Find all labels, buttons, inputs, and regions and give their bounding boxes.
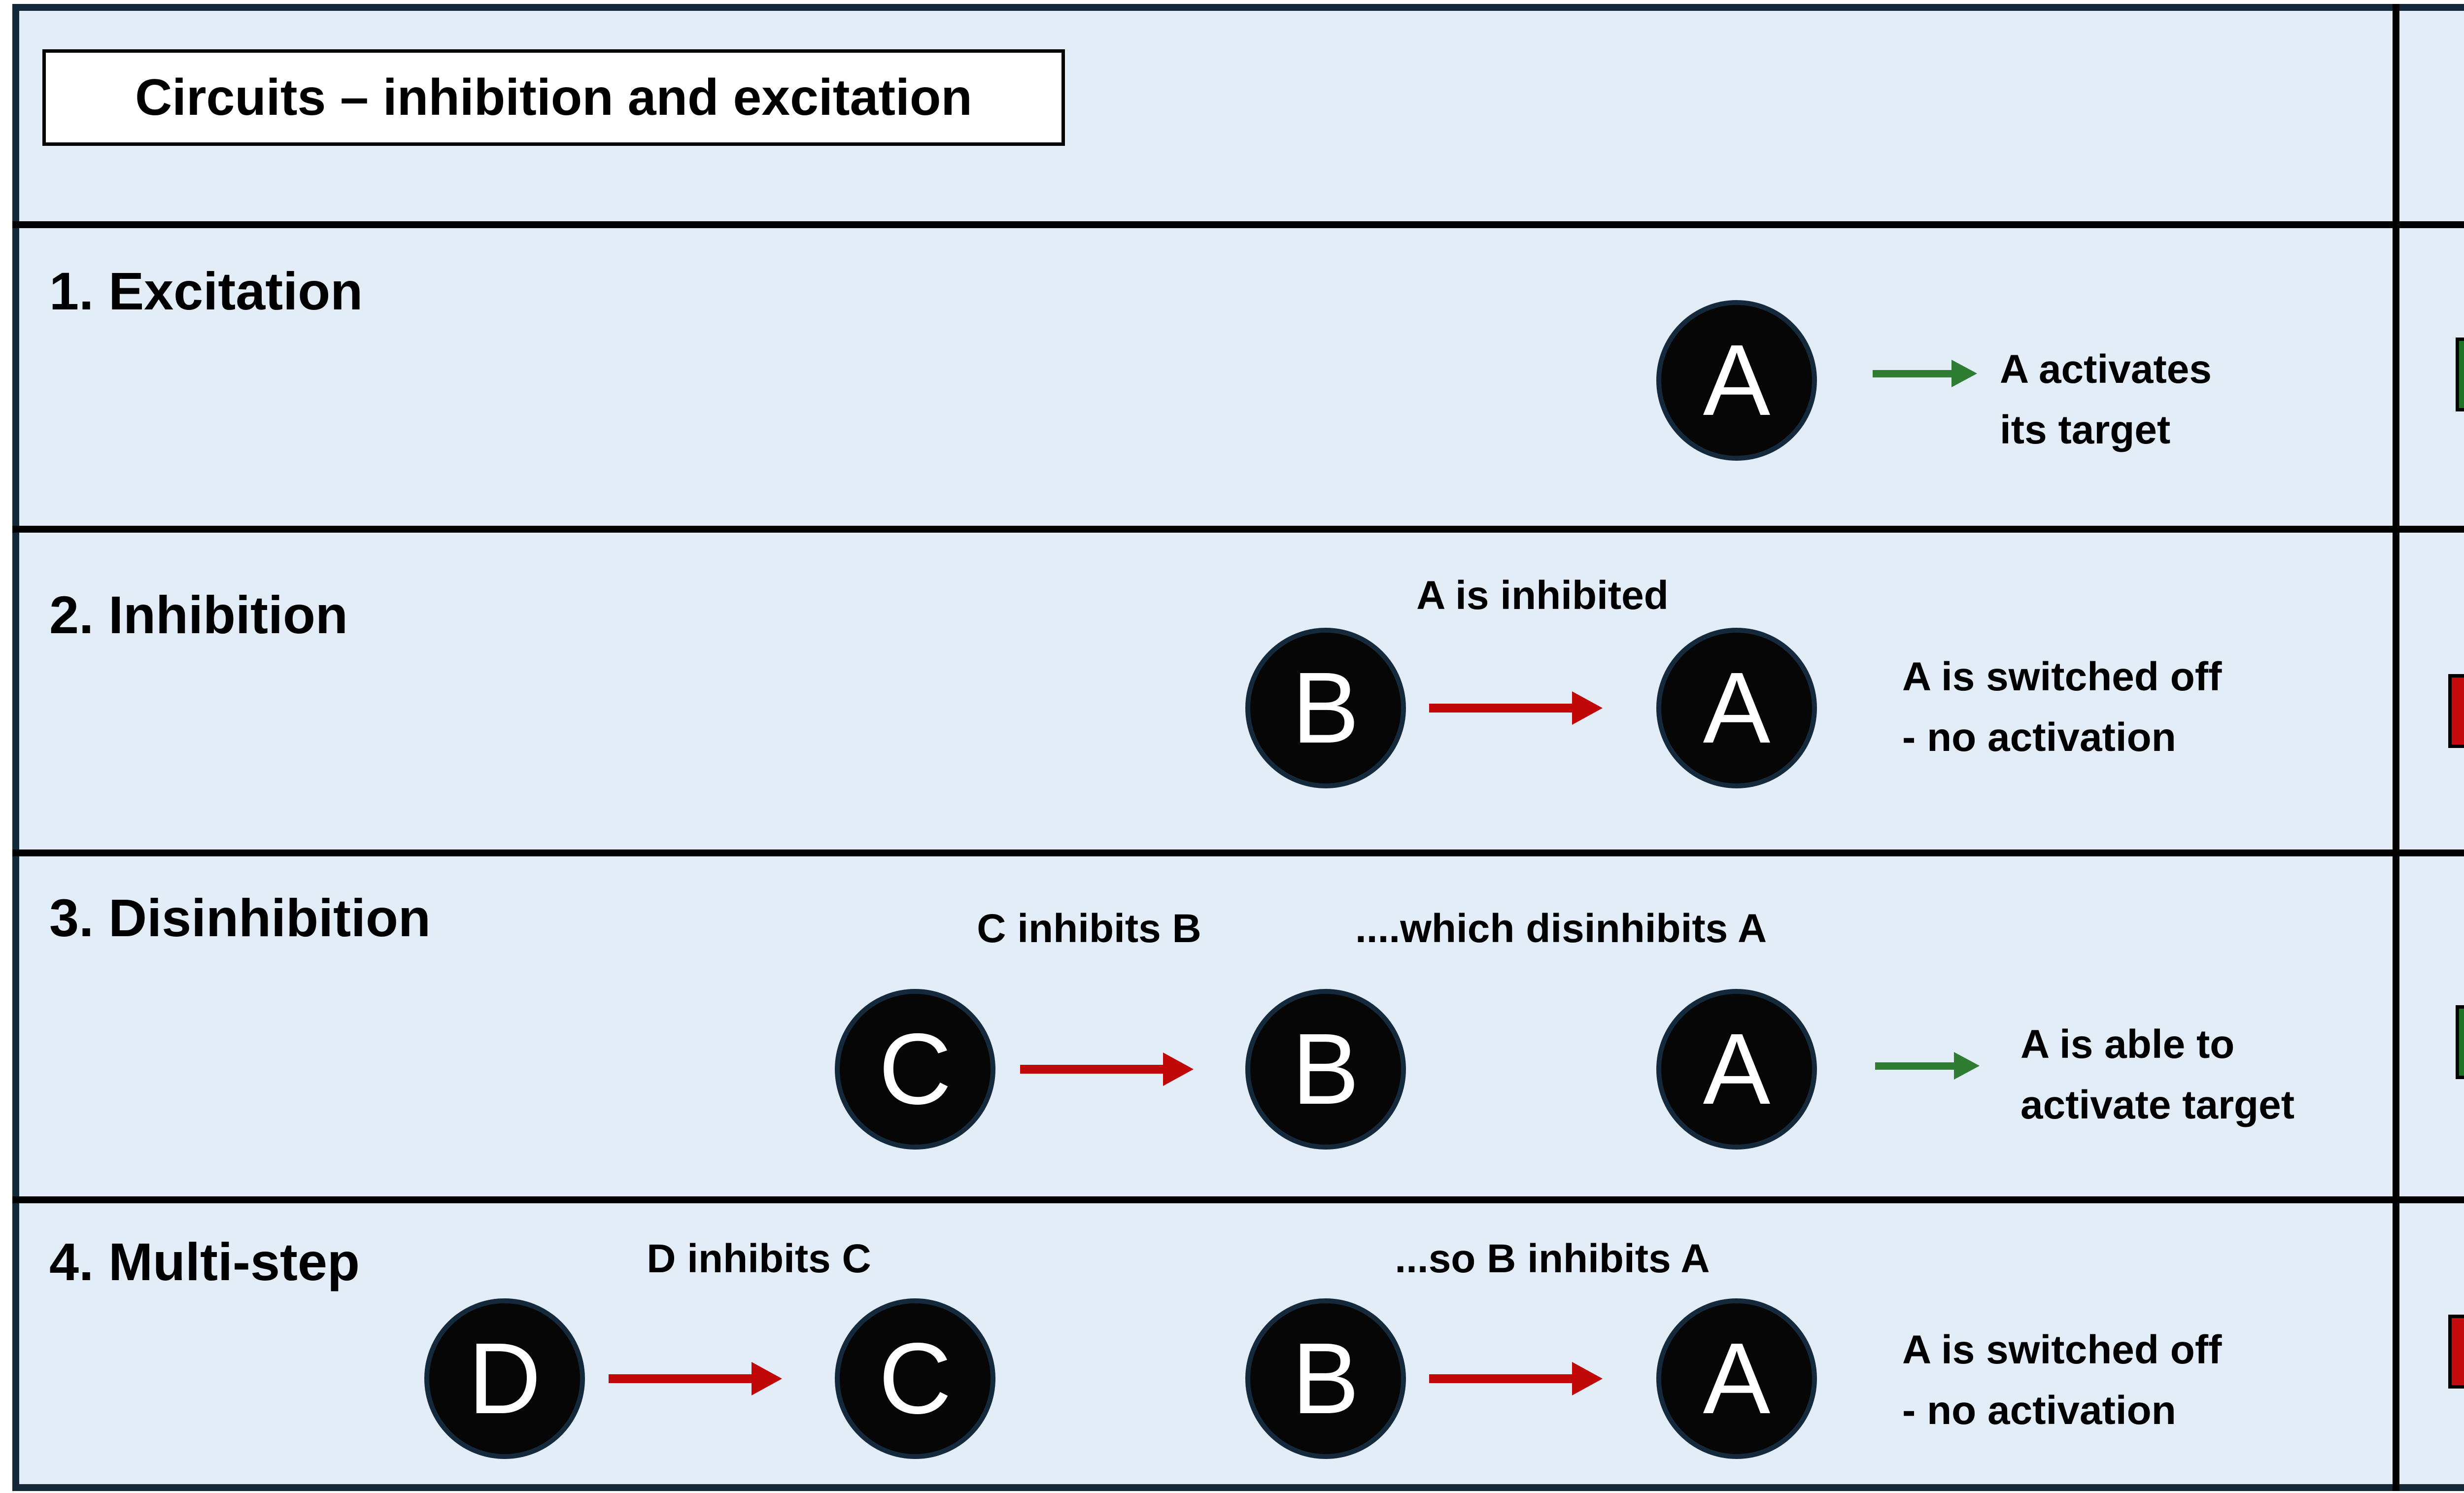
arrow-head	[752, 1362, 782, 1395]
effect-badge-inhibition-2: Inhibition	[2448, 674, 2464, 748]
row-2-label: A is inhibited	[1416, 573, 1669, 618]
inhibitory-arrow-icon	[1020, 1052, 1194, 1086]
node-a-label: A	[1703, 1013, 1771, 1125]
node-a: A	[1656, 1298, 1817, 1459]
arrow-head	[1951, 360, 1977, 387]
row-4-label-first: D inhibits C	[647, 1236, 871, 1281]
row-1-annotation: A activates its target	[2000, 347, 2212, 452]
table-background	[12, 4, 2464, 1491]
row-divider-2	[12, 526, 2464, 533]
node-a-label: A	[1703, 1322, 1771, 1435]
inhibitory-arrow-icon	[1429, 691, 1603, 725]
arrow-head	[1163, 1052, 1194, 1086]
row-2-heading: 2. Inhibition	[49, 585, 348, 645]
node-d: D	[424, 1298, 585, 1459]
node-c: C	[835, 989, 995, 1150]
inhibitory-arrow-icon	[1429, 1362, 1603, 1395]
node-b-label: B	[1292, 1322, 1360, 1435]
row-3-label-first: C inhibits B	[977, 906, 1201, 951]
excitatory-arrow-icon	[1873, 360, 1977, 387]
node-b: B	[1245, 628, 1406, 788]
arrow-shaft	[1875, 1062, 1954, 1070]
node-c: C	[835, 1298, 995, 1459]
effect-column-header: EFFECT	[2410, 83, 2464, 150]
arrow-shaft	[1020, 1065, 1163, 1074]
arrow-shaft	[609, 1374, 752, 1383]
node-d-label: D	[468, 1322, 542, 1435]
arrow-shaft	[1429, 704, 1572, 713]
row-4-annotation: A is switched off - no activation	[1902, 1327, 2222, 1433]
page-title: Circuits – inhibition and excitation	[42, 49, 1065, 146]
row-divider-3	[12, 849, 2464, 856]
node-a: A	[1656, 628, 1817, 788]
column-divider	[2393, 4, 2399, 1491]
node-b: B	[1245, 1298, 1406, 1459]
arrow-head	[1572, 691, 1603, 725]
row-divider-4	[12, 1196, 2464, 1203]
row-1-heading: 1. Excitation	[49, 261, 363, 321]
node-a: A	[1656, 989, 1817, 1150]
effect-badge-excitation-3: Excitation	[2456, 1005, 2464, 1079]
node-c-label: C	[878, 1322, 952, 1435]
row-2-annotation: A is switched off - no activation	[1902, 654, 2222, 760]
arrow-shaft	[1429, 1374, 1572, 1383]
node-b: B	[1245, 989, 1406, 1150]
row-4-heading: 4. Multi-step	[49, 1232, 360, 1291]
excitatory-arrow-icon	[1875, 1052, 1980, 1080]
arrow-head	[1954, 1052, 1980, 1080]
row-4-label-second: ...so B inhibits A	[1395, 1236, 1710, 1281]
arrow-head	[1572, 1362, 1603, 1395]
node-c-label: C	[878, 1013, 952, 1125]
row-divider-1	[12, 221, 2464, 228]
inhibitory-arrow-icon	[609, 1362, 782, 1395]
effect-badge-inhibition-4: Inhibition	[2448, 1315, 2464, 1389]
effect-badge-excitation-1: Excitation	[2456, 338, 2464, 411]
row-3-annotation: A is able to activate target	[2020, 1022, 2295, 1127]
row-3-heading: 3. Disinhibition	[49, 888, 431, 948]
node-b-label: B	[1292, 651, 1360, 764]
arrow-shaft	[1873, 370, 1951, 377]
page-title-text: Circuits – inhibition and excitation	[135, 68, 972, 126]
node-a-label: A	[1703, 651, 1771, 764]
node-a-label: A	[1703, 324, 1771, 437]
node-a: A	[1656, 300, 1817, 461]
row-3-label-second: ....which disinhibits A	[1355, 906, 1767, 951]
node-b-label: B	[1292, 1013, 1360, 1125]
